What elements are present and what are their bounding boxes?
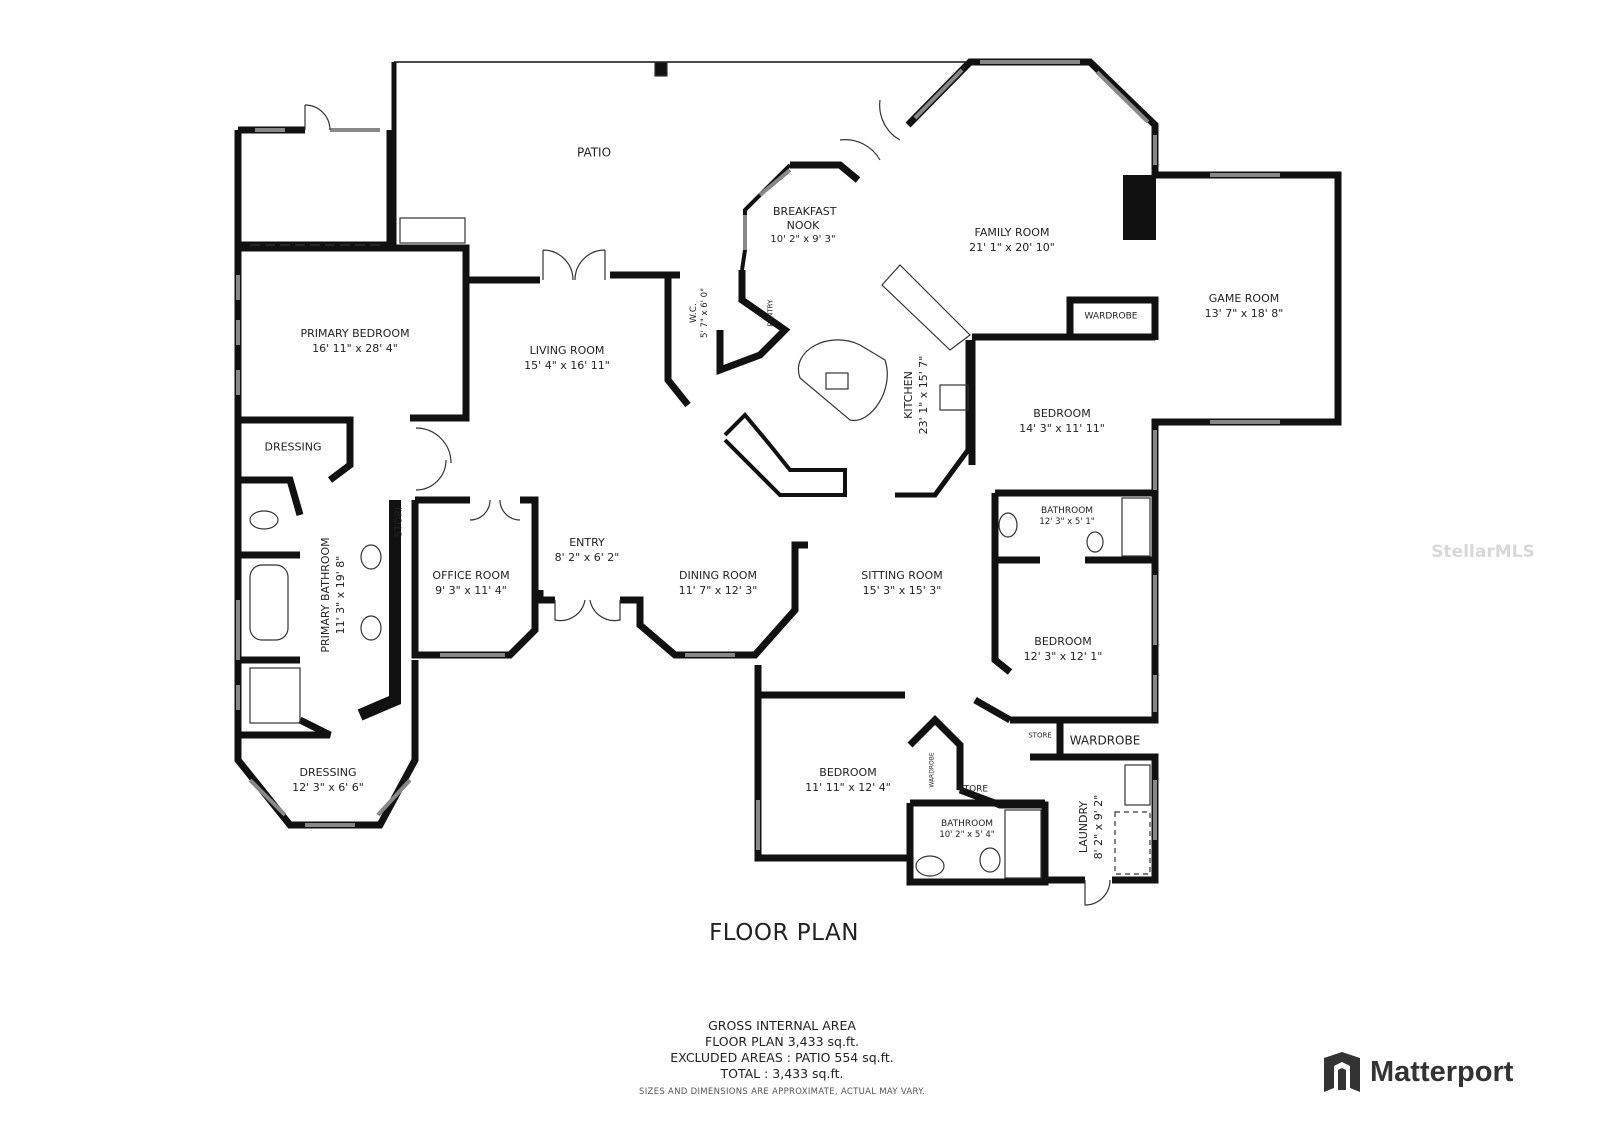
plan-title: FLOOR PLAN xyxy=(709,920,859,946)
matterport-logo: Matterport xyxy=(1322,1052,1513,1092)
area-floor-plan: FLOOR PLAN 3,433 sq.ft. xyxy=(705,1034,859,1049)
room-label-wardrobe: WARDROBE xyxy=(928,752,936,788)
room-label-store: STORE xyxy=(1028,731,1052,740)
area-excluded: EXCLUDED AREAS : PATIO 554 sq.ft. xyxy=(670,1050,894,1065)
room-label-wardrobe: WARDROBE xyxy=(1069,733,1141,748)
fixtures xyxy=(249,61,1151,906)
disclaimer: SIZES AND DIMENSIONS ARE APPROXIMATE, AC… xyxy=(639,1087,925,1097)
room-label-patio: PATIO xyxy=(576,145,612,160)
area-summary: GROSS INTERNAL AREA FLOOR PLAN 3,433 sq.… xyxy=(639,1018,925,1100)
room-label-wc: W.C.5' 7" x 6' 0" xyxy=(689,288,710,338)
room-label-wardrobe: WARDROBE xyxy=(1084,311,1138,322)
area-total: TOTAL : 3,433 sq.ft. xyxy=(720,1066,844,1081)
room-label-stori: STORI xyxy=(393,506,405,538)
windows xyxy=(236,60,1280,850)
room-label-pantry: PANTRY xyxy=(766,299,775,327)
brand-name: Matterport xyxy=(1370,1055,1514,1088)
room-label-dressing: DRESSING xyxy=(264,440,322,454)
room-label-store: STORE xyxy=(957,784,989,795)
watermark: StellarMLS xyxy=(1431,542,1535,562)
area-heading: GROSS INTERNAL AREA xyxy=(708,1018,856,1033)
walls xyxy=(234,58,1342,886)
matterport-logo-icon xyxy=(1324,1052,1360,1092)
